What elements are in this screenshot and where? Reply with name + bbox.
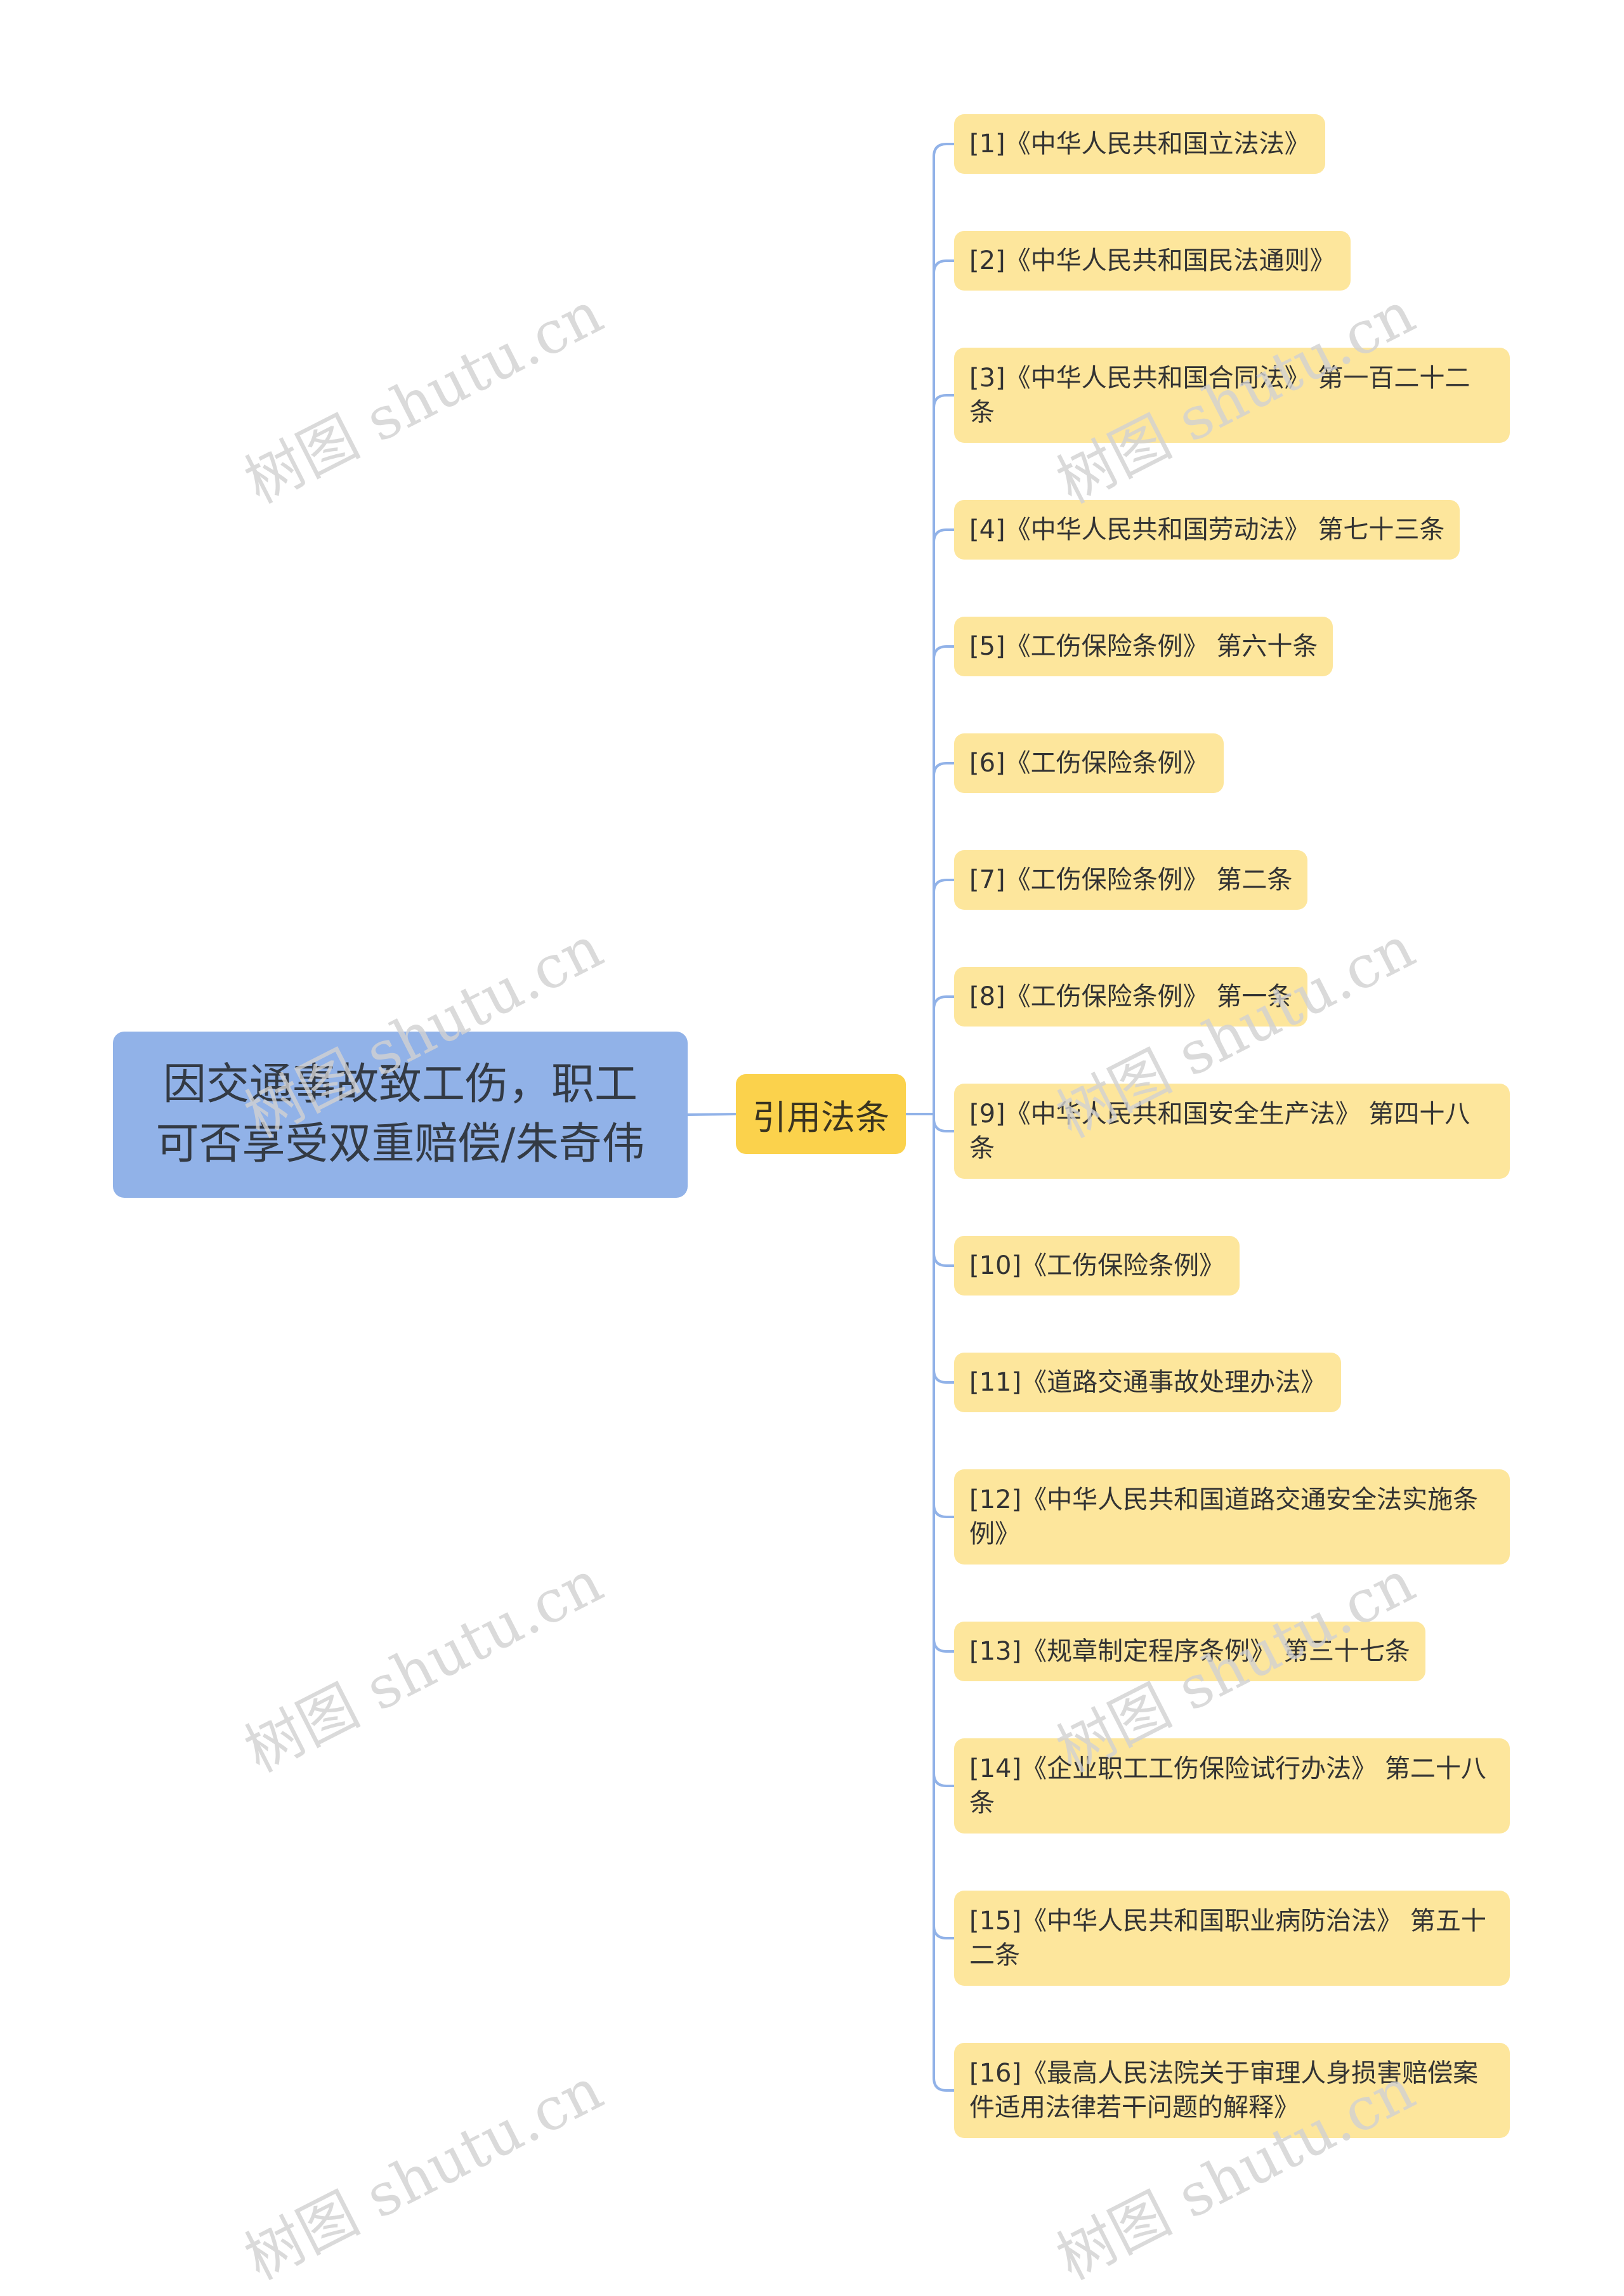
leaf-label: [1]《中华人民共和国立法法》 [969,129,1310,159]
branch-to-leaf-line-7 [933,879,954,1114]
connector-lines [687,143,954,2092]
leaf-topic-6[interactable]: [6]《工伤保险条例》 [954,733,1224,793]
leaf-label: [6]《工伤保险条例》 [969,749,1208,778]
branch-to-leaf-line-11 [933,1114,954,1384]
leaf-label: [5]《工伤保险条例》 第六十条 [969,632,1318,661]
leaf-label: [11]《道路交通事故处理办法》 [969,1368,1326,1397]
leaf-label: [3]《中华人民共和国合同法》 第一百二十二条 [969,364,1470,427]
leaf-label: [15]《中华人民共和国职业病防治法》 第五十二条 [969,1906,1486,1970]
leaf-label: [16]《最高人民法院关于审理人身损害赔偿案件适用法律若干问题的解释》 [969,2059,1479,2122]
leaf-topic-2[interactable]: [2]《中华人民共和国民法通则》 [954,231,1351,291]
leaf-label: [10]《工伤保险条例》 [969,1251,1225,1280]
root-topic-label: 因交通事故致工伤，职工可否享受双重赔偿/朱奇伟 [155,1059,645,1169]
leaf-topic-10[interactable]: [10]《工伤保险条例》 [954,1236,1240,1296]
leaf-label: [12]《中华人民共和国道路交通安全法实施条例》 [969,1485,1479,1549]
branch-to-leaf-line-12 [933,1114,954,1518]
leaf-label: [4]《中华人民共和国劳动法》 第七十三条 [969,515,1445,544]
leaf-label: [14]《企业职工工伤保险试行办法》 第二十八条 [969,1754,1486,1818]
leaf-topic-11[interactable]: [11]《道路交通事故处理办法》 [954,1353,1342,1412]
branch-topic-label: 引用法条 [752,1097,889,1138]
leaf-topic-13[interactable]: [13]《规章制定程序条例》 第三十七条 [954,1622,1425,1681]
leaf-label: [9]《中华人民共和国安全生产法》 第四十八条 [969,1099,1470,1163]
leaf-topic-3[interactable]: [3]《中华人民共和国合同法》 第一百二十二条 [954,348,1510,443]
leaf-topic-9[interactable]: [9]《中华人民共和国安全生产法》 第四十八条 [954,1084,1510,1179]
leaf-label: [13]《规章制定程序条例》 第三十七条 [969,1637,1410,1666]
branch-to-leaf-line-9 [933,1114,954,1132]
root-to-branch-line [687,1113,737,1116]
leaf-topic-12[interactable]: [12]《中华人民共和国道路交通安全法实施条例》 [954,1469,1510,1565]
branch-to-leaf-line-14 [933,1114,954,1787]
branch-to-leaf-line-6 [933,762,954,1114]
leaf-topic-14[interactable]: [14]《企业职工工伤保险试行办法》 第二十八条 [954,1738,1510,1834]
branch-to-leaf-line-10 [933,1114,954,1267]
branch-to-leaf-line-16 [933,1114,954,2092]
branch-to-leaf-line-8 [933,995,954,1114]
leaf-topic-8[interactable]: [8]《工伤保险条例》 第一条 [954,967,1308,1027]
leaf-topic-16[interactable]: [16]《最高人民法院关于审理人身损害赔偿案件适用法律若干问题的解释》 [954,2043,1510,2138]
branch-to-leaf-line-2 [933,259,954,1114]
branch-to-leaf-line-4 [933,528,954,1114]
branch-to-leaf-line-5 [933,645,954,1114]
leaf-topic-15[interactable]: [15]《中华人民共和国职业病防治法》 第五十二条 [954,1891,1510,1986]
leaf-topic-7[interactable]: [7]《工伤保险条例》 第二条 [954,850,1308,910]
leaf-label: [8]《工伤保险条例》 第一条 [969,982,1293,1011]
root-topic[interactable]: 因交通事故致工伤，职工可否享受双重赔偿/朱奇伟 [113,1032,688,1198]
branch-to-leaf-line-3 [933,394,954,1114]
branch-to-leaf-line-1 [933,143,954,1114]
leaf-label: [7]《工伤保险条例》 第二条 [969,865,1293,895]
leaf-label: [2]《中华人民共和国民法通则》 [969,246,1335,275]
branch-topic[interactable]: 引用法条 [736,1074,906,1154]
leaf-topic-4[interactable]: [4]《中华人民共和国劳动法》 第七十三条 [954,500,1460,560]
leaf-topic-5[interactable]: [5]《工伤保险条例》 第六十条 [954,617,1333,676]
leaf-topic-1[interactable]: [1]《中华人民共和国立法法》 [954,114,1325,174]
branch-to-leaf-line-15 [933,1114,954,1939]
